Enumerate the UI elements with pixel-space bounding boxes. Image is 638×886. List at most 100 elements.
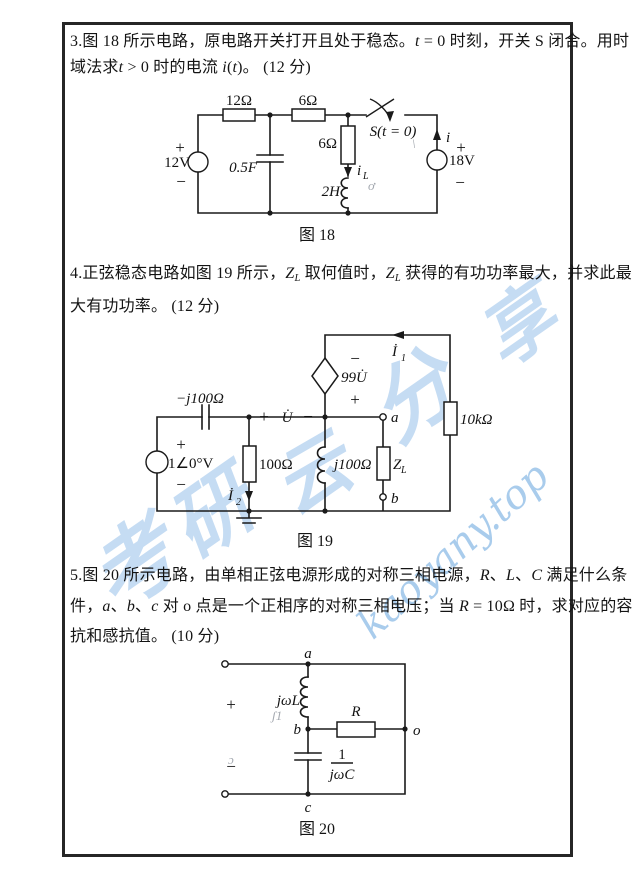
text-segment: 、 [110,598,127,615]
text-segment: 件， [70,598,103,615]
plus-sign: + [175,138,185,157]
minus-sign: − [226,757,236,776]
fig19-r100-label: 100Ω [259,457,293,473]
fig19-i1-label: İ [391,344,398,360]
resistor-R [336,721,376,738]
var-a: a [102,598,111,615]
node-dot [246,414,252,420]
voltage-source-18v [426,149,448,171]
fig20-b-label: b [294,722,302,738]
var-L: L [506,567,516,584]
i1-arrow [392,331,404,339]
figure-18-caption: 图 18 [298,227,335,244]
plus-sign: + [350,390,360,409]
fig20-cap-denominator: jωC [328,767,356,783]
fig18-capacitor-label: 0.5F [229,160,258,176]
switch-S [365,98,395,122]
terminal-bottom [221,790,229,798]
dependent-source-diamond [311,356,339,396]
var-i: i [222,59,227,76]
var-t: t [415,33,420,50]
var-ZL: Z [285,265,295,282]
fig19-wires [156,334,451,524]
i2-arrow [245,491,253,501]
resistor-12ohm [222,108,256,122]
fig18-r6top-label: 6Ω [299,93,318,109]
resistor-100ohm [242,445,257,483]
var-b: b [126,598,136,615]
plus-sign: + [176,435,186,454]
problem-4-line-2: 大有功功率。 (12 分) [70,296,572,317]
voltage-source-12v [187,151,209,173]
var-R: R [458,598,469,615]
node-o [402,726,408,732]
figure-20-caption: 图 20 [298,821,335,838]
iL-arrow [344,167,352,177]
text-segment: 取何值时， [300,265,386,282]
fig18-r12-label: 12Ω [226,93,252,109]
scan-artifact: ʃ1 [272,708,283,723]
fig19-u-label: U̇ [282,410,294,426]
fig20-c-label: c [305,800,312,816]
scan-artifact: ɔ [228,752,234,767]
terminal-top [221,660,229,668]
text-segment: 获得的有功功率最大，并求此最 [400,265,632,282]
voltage-source-1v [145,450,169,474]
text-segment: 3.图 18 所示电路，原电路开关打开且处于稳态。 [70,33,416,50]
capacitor-plates [256,154,284,163]
fig19-b-label: b [391,491,399,507]
scan-artifact: ơ [368,178,375,193]
fig18-v12-label: 12V [164,155,190,171]
node-dot [246,508,252,514]
var-t: t [118,59,124,76]
fig19-src-label: 1∠0°V [168,456,213,472]
inductor-jwl-coil [299,676,309,718]
minus-sign: − [176,172,186,191]
problem-5-line-1: 5.图 20 所示电路，由单相正弦电源形成的对称三相电源，R、L、C 满足什么条 [70,565,627,586]
node-b [305,726,311,732]
fig18-inductor-label: 2H [322,184,342,200]
text-segment: 。 (12 分) [242,59,311,76]
text-segment: ( [226,59,233,76]
text-segment: 、 [489,567,506,584]
problem-3-line-1: 3.图 18 所示电路，原电路开关打开且处于稳态。t = 0 时刻，开关 S 闭… [70,31,629,52]
node-dot [267,112,273,118]
var-C: C [531,567,543,584]
text-segment: = 10Ω 时，求对应的容 [468,598,633,615]
text-segment: 、 [515,567,532,584]
fig20-r-label: R [350,704,360,720]
scan-artifact: \ [412,136,416,151]
resistor-6ohm-vert [340,125,356,165]
problem-4-line-1: 4.正弦稳态电路如图 19 所示，ZL 取何值时，ZL 获得的有功功率最大，并求… [70,263,632,289]
inductor-2H-coil [340,177,349,209]
figure-19-circuit: −j100Ω + U̇ − a − 99U̇ + İ 1 1∠0°V + − 1… [145,331,493,524]
node-a [305,661,311,667]
minus-sign: − [455,173,465,192]
fig18-iL-label: i [357,163,361,179]
fig19-dep-label: 99U̇ [341,370,368,386]
fig19-zl-sub: L [400,465,407,476]
i-arrow [433,129,441,140]
fig19-i2-sub: 2 [236,497,241,508]
text-segment: 、 [135,598,152,615]
resistor-10kohm [443,401,458,436]
capacitor-plates [294,752,322,761]
text-segment: 对 o 点是一个正相序的对称三相电压；当 [158,598,459,615]
problem-5-line-3: 抗和感抗值。 (10 分) [70,626,572,647]
fig18-i-label: i [446,130,450,146]
fig18-v18-label: 18V [449,153,475,169]
fig20-o-label: o [413,723,421,739]
node-dot [345,210,351,216]
fig19-cap-label: −j100Ω [176,391,224,407]
node-dot [322,414,328,420]
var-ZL: Z [385,265,395,282]
fig19-r10k-label: 10kΩ [460,412,493,428]
node-c [305,791,311,797]
capacitor-plates [201,404,210,430]
minus-sign: − [176,475,186,494]
node-dot [267,210,273,216]
fig19-ind-label: j100Ω [332,457,372,473]
problem-5-line-2: 件，a、b、c 对 o 点是一个正相序的对称三相电压；当 R = 10Ω 时，求… [70,596,632,617]
text-segment: ) [237,59,243,76]
